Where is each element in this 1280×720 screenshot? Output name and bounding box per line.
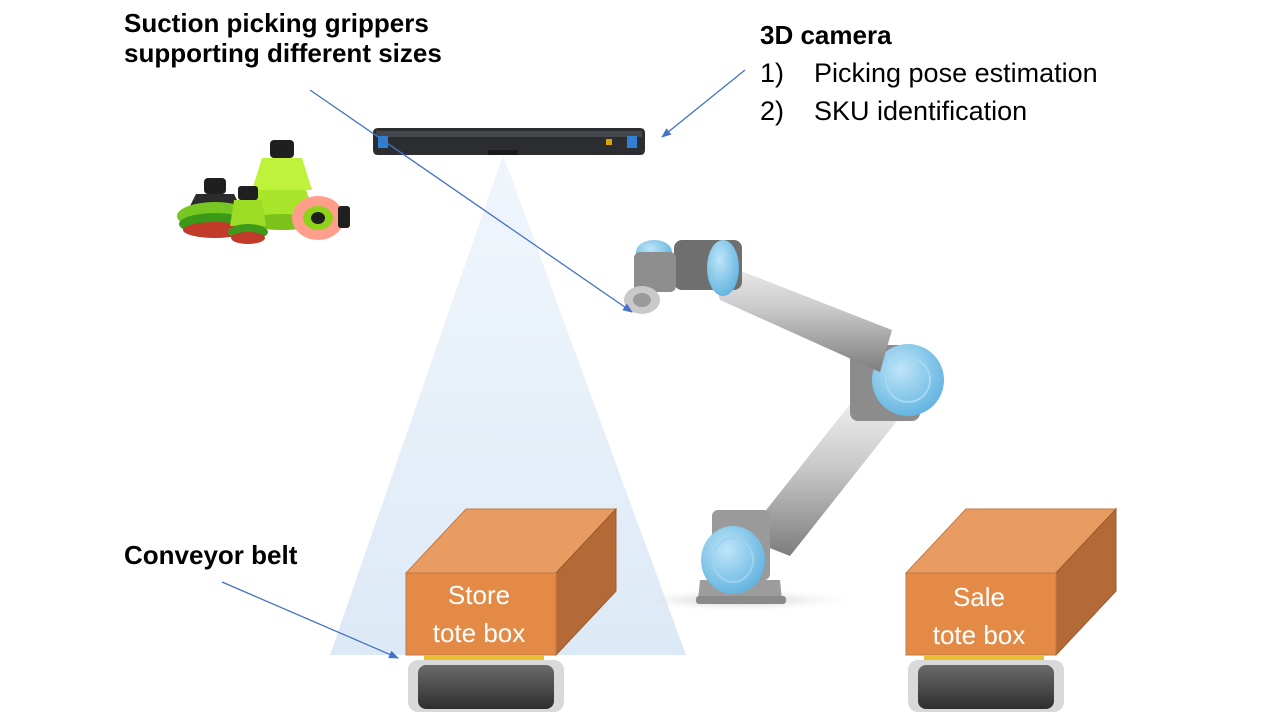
- camera-function-item: 2) SKU identification: [760, 92, 1098, 130]
- grippers-label: Suction picking grippers supporting diff…: [124, 8, 442, 68]
- suction-gripper-icon: [177, 140, 350, 244]
- camera-function-item: 1) Picking pose estimation: [760, 54, 1098, 92]
- camera-device-icon: [373, 128, 645, 155]
- sale-box-label-line1: Sale: [953, 582, 1005, 612]
- sale-box-label-line2: tote box: [933, 620, 1026, 650]
- camera-function-list: 1) Picking pose estimation 2) SKU identifi…: [760, 54, 1098, 130]
- camera-pointer-arrow: [661, 69, 746, 138]
- camera-function-number: 1): [760, 58, 785, 88]
- store-conveyor-belt: [408, 655, 564, 712]
- sale-conveyor-belt: [908, 655, 1064, 712]
- grippers-label-line1: Suction picking grippers: [124, 8, 429, 38]
- camera-label: 3D camera 1) Picking pose estimation 2) SK…: [760, 20, 1098, 130]
- camera-function-text: Picking pose estimation: [814, 58, 1098, 88]
- camera-function-text: SKU identification: [814, 96, 1028, 126]
- conveyor-pointer-arrow: [221, 581, 399, 659]
- grippers-label-line2: supporting different sizes: [124, 38, 442, 68]
- conveyor-label: Conveyor belt: [124, 540, 298, 570]
- grippers-pointer-arrow: [309, 89, 633, 313]
- robot-arm-icon: [620, 240, 944, 612]
- store-box-label-line2: tote box: [433, 618, 526, 648]
- camera-function-number: 2): [760, 96, 785, 126]
- store-box-label-line1: Store: [448, 580, 510, 610]
- camera-title: 3D camera: [760, 20, 892, 50]
- sale-tote-box: Sale tote box: [904, 507, 1118, 657]
